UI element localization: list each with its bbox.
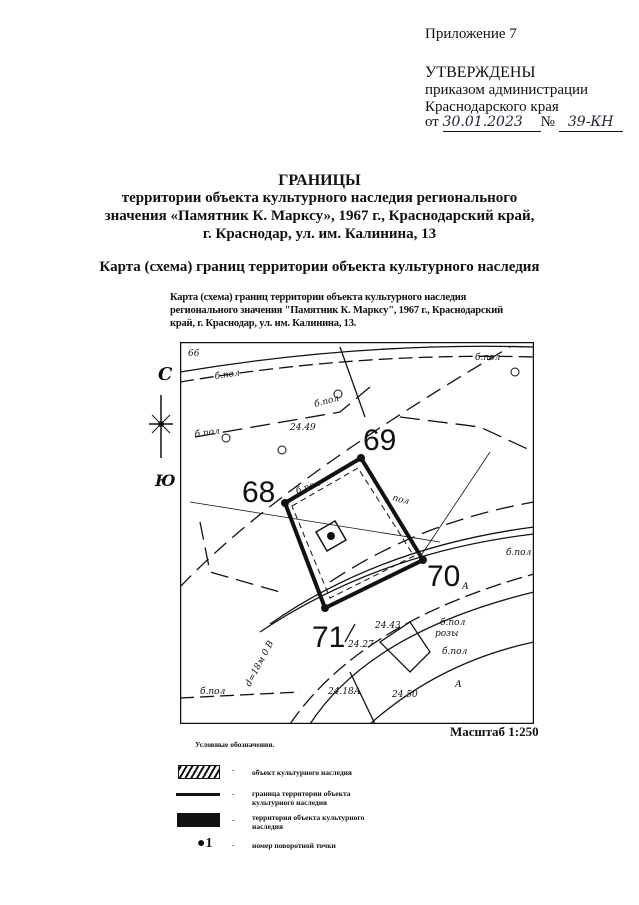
flowerbed-arc <box>369 641 534 724</box>
date-handwritten: 30.01.2023 <box>442 114 541 132</box>
compass-south: Ю <box>155 471 176 490</box>
label-b-pol: б.пол <box>440 617 466 628</box>
legend-item-text: граница территории объекта культурного н… <box>252 789 350 807</box>
point-68-label: 68 <box>242 476 275 509</box>
turning-points: 68 69 70 71 <box>242 424 460 654</box>
map-frame <box>180 342 534 724</box>
elev-label: 24.50 <box>391 690 418 700</box>
path-arc <box>289 573 534 724</box>
map-circles <box>221 367 520 455</box>
approved-label: УТВЕРЖДЕНЫ <box>425 64 536 81</box>
label-b-pol: б.пол <box>214 368 241 382</box>
map-linework <box>180 345 534 724</box>
corner-label: 66 <box>188 349 200 359</box>
a-label: А <box>454 680 462 690</box>
roses-label: розы <box>435 629 458 639</box>
label-b-pol: б.пол <box>194 426 221 440</box>
elev-label: 24.18А <box>327 687 361 697</box>
compass-north: С <box>158 364 173 385</box>
path-arc <box>309 591 534 724</box>
compass-star-icon <box>149 395 173 458</box>
arrow-line <box>419 451 491 558</box>
site-map: 68 69 70 71 66 б.пол б.пол б.пол б.пол 2… <box>180 342 534 724</box>
legend-item-text: территория объекта культурного наследия <box>252 813 364 831</box>
title-heading: ГРАНИЦЫ <box>278 172 361 189</box>
dashed-line <box>199 521 281 593</box>
map-caption: Карта (схема) границ территории объекта … <box>170 291 503 330</box>
elev-label: 24.49 <box>289 423 316 433</box>
street-edge <box>180 355 534 383</box>
legend-item-text: объект культурного наследия <box>252 768 352 777</box>
point-68-marker <box>281 499 289 507</box>
legend-dash: - <box>232 815 235 824</box>
legend-line-icon <box>176 793 220 796</box>
label-b-pol: б.пол <box>200 686 226 697</box>
point-71-marker <box>321 604 329 612</box>
legend-text-line: граница территории объекта <box>252 789 351 798</box>
caption-line1: Карта (схема) границ территории объекта … <box>170 292 467 303</box>
legend-hatched-box-icon <box>178 765 220 779</box>
legend-filled-box-icon <box>177 813 220 827</box>
number-prefix: № <box>540 114 555 130</box>
legend-text-line: территория объекта культурного <box>252 813 365 822</box>
curb-arc <box>259 533 534 633</box>
tick-line <box>344 623 356 643</box>
caption-line3: край, г. Краснодар, ул. им. Калинина, 13… <box>170 318 357 329</box>
curb-arc <box>269 526 534 625</box>
legend-item-text: номер поворотной точки <box>252 841 336 850</box>
title-line1: территории объекта культурного наследия … <box>121 190 518 206</box>
point-70-label: 70 <box>427 560 460 593</box>
map-heading: Карта (схема) границ территории объекта … <box>99 259 540 275</box>
monument-outline <box>291 467 415 599</box>
bed-outline <box>378 621 431 673</box>
dashed-line <box>329 501 534 583</box>
dashed-line <box>399 416 534 453</box>
point-71-label: 71 <box>312 621 345 654</box>
monument-center <box>327 532 335 540</box>
legend-text-line: культурного наследия <box>252 798 328 807</box>
title-line3: г. Краснодар, ул. им. Калинина, 13 <box>202 226 437 242</box>
title-line2: значения «Памятник К. Марксу», 1967 г., … <box>104 208 535 224</box>
number-handwritten: 39-КН <box>558 114 623 132</box>
label-pol: пол <box>391 493 410 507</box>
a-label: А <box>461 582 469 592</box>
order-line1: приказом администрации <box>425 82 589 98</box>
point-70-marker <box>419 556 427 564</box>
map-scale: Масштаб 1:250 <box>450 724 539 739</box>
label-b-pol: б.пол <box>475 352 501 363</box>
legend-point-icon: ●1 <box>197 836 213 851</box>
dashed-line <box>180 346 511 588</box>
street-edge <box>180 345 534 373</box>
elev-label: 24.27 <box>347 640 374 650</box>
small-bed <box>349 671 395 724</box>
date-prefix: от <box>425 114 439 130</box>
arrow-line <box>189 501 441 543</box>
elev-label: 24.43 <box>374 621 401 631</box>
legend-dash: - <box>232 789 235 798</box>
point-69-marker <box>357 454 365 462</box>
legend-text-line: наследия <box>252 822 284 831</box>
dashed-line <box>194 386 371 438</box>
appendix-label: Приложение 7 <box>425 26 517 42</box>
caption-line2: регионального значения "Памятник К. Марк… <box>170 305 503 316</box>
order-line2: Краснодарского края <box>425 99 559 115</box>
label-b-pol: б.пол <box>506 547 532 558</box>
label-b-pol: б.пол <box>442 646 468 657</box>
legend-title: Условные обозначения. <box>195 740 275 749</box>
legend-dash: - <box>232 765 235 774</box>
legend-dash: - <box>232 840 235 849</box>
dashed-line <box>180 691 301 699</box>
point-69-label: 69 <box>363 424 396 457</box>
monument-icon <box>314 519 348 553</box>
tick-line <box>339 346 366 418</box>
